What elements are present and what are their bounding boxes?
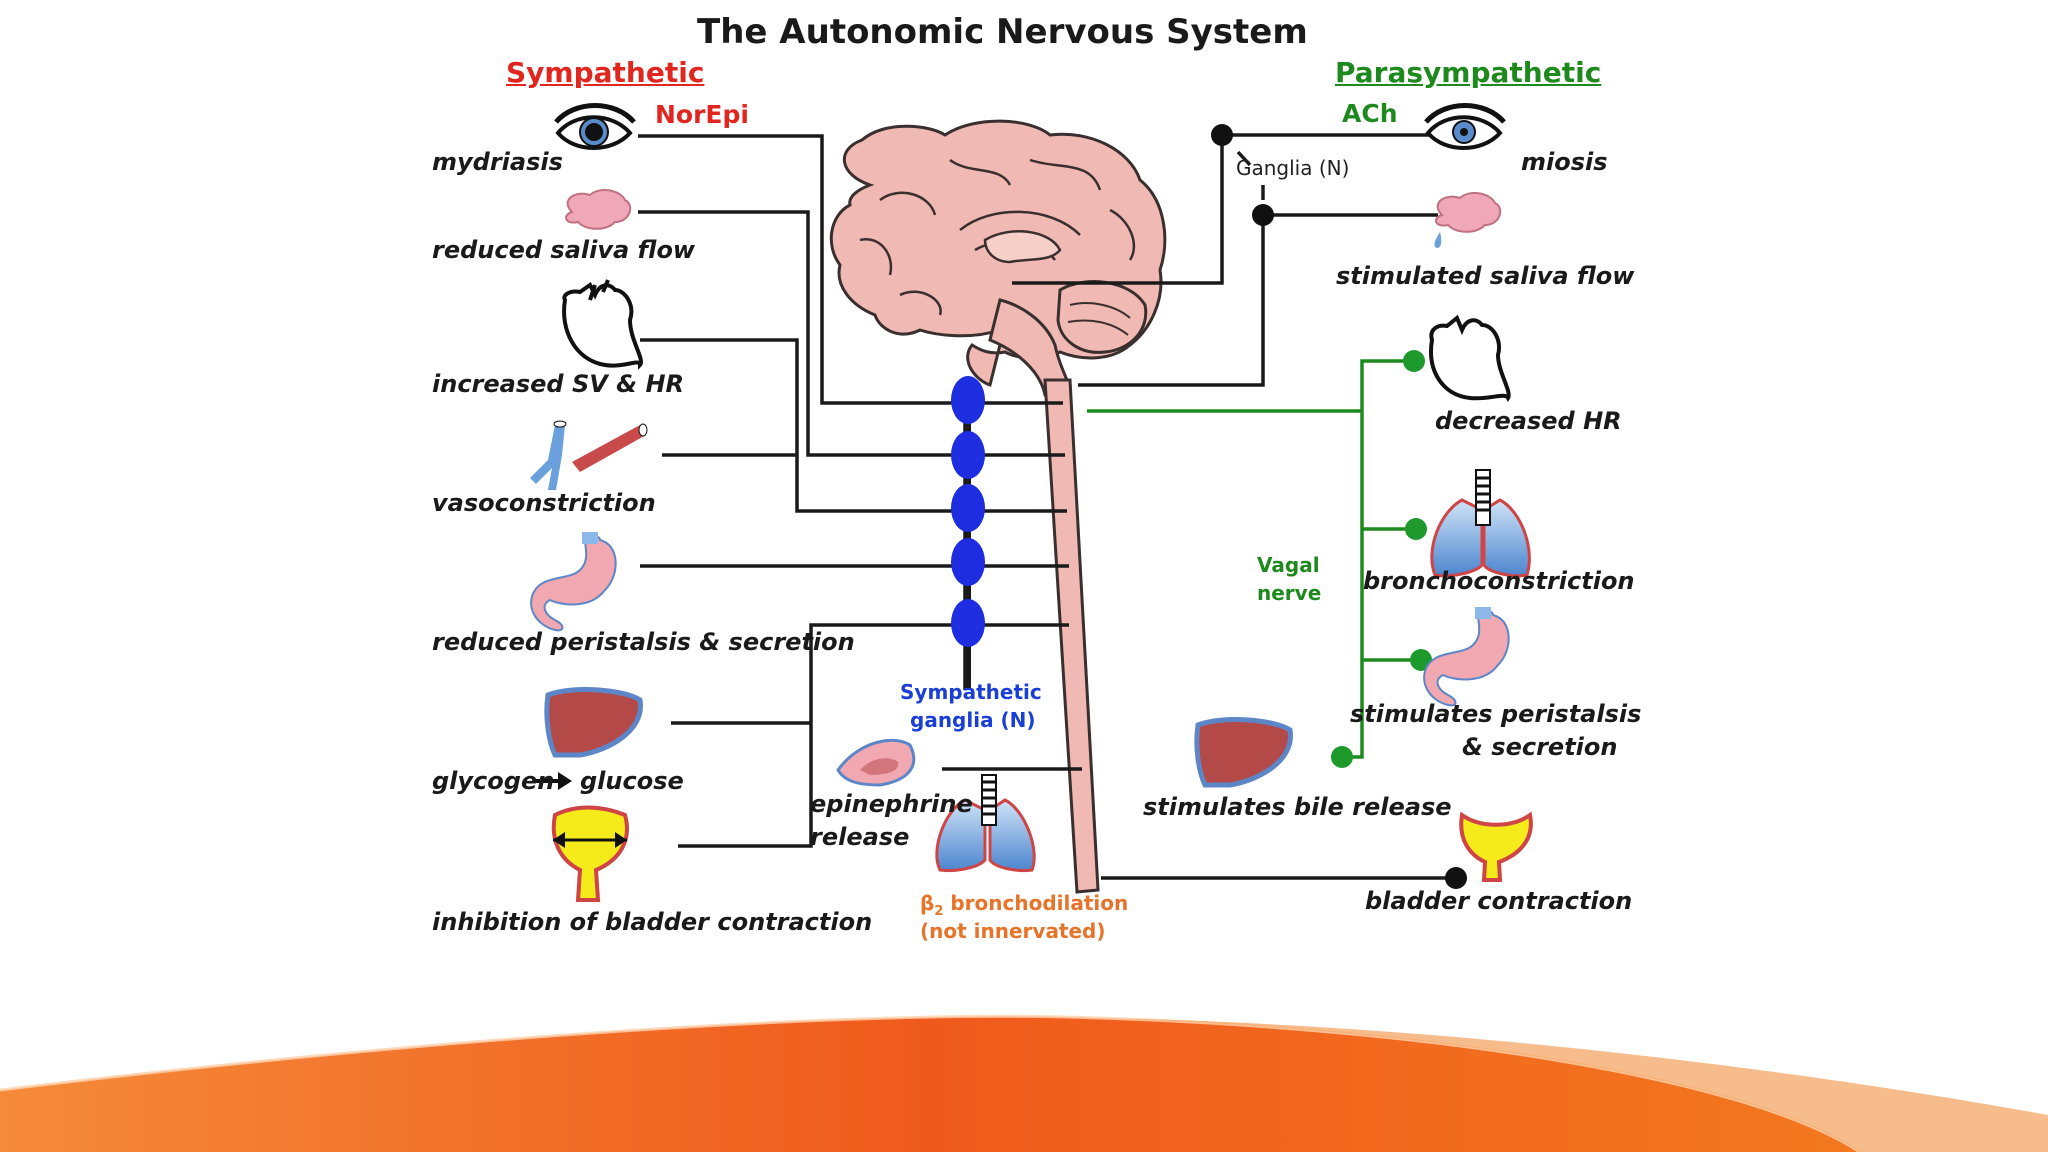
sym-effect-mydriasis: mydriasis	[432, 148, 563, 176]
arrow-icon	[536, 772, 572, 790]
stomach-icon-right	[1423, 607, 1510, 707]
para-effect-miosis: miosis	[1521, 148, 1608, 176]
orange-wave-decoration	[0, 1014, 2048, 1152]
spinal-cord	[1043, 378, 1100, 894]
para-effect-heart: decreased HR	[1435, 407, 1622, 435]
vagal-nerve-lines	[1087, 359, 1420, 759]
parasympathetic-cranial-lines	[1012, 133, 1460, 880]
para-effect-gut-2: & secretion	[1462, 733, 1618, 761]
sym-effect-glycogen: glycogen	[432, 767, 555, 795]
sym-effect-glucose: glucose	[580, 767, 684, 795]
lungs-icon-right	[1430, 469, 1531, 578]
parasympathetic-heading: Parasympathetic	[1335, 56, 1602, 89]
sym-effect-gut: reduced peristalsis & secretion	[432, 628, 855, 656]
salivary-gland-icon-left	[565, 188, 632, 230]
blood-vessels-icon	[530, 420, 648, 490]
salivary-gland-icon-right	[1434, 191, 1502, 248]
para-effect-gut-1: stimulates peristalsis	[1350, 700, 1642, 728]
vagal-label-1: Vagal	[1257, 553, 1320, 577]
para-effect-bile: stimulates bile release	[1143, 793, 1452, 821]
sym-effect-saliva: reduced saliva flow	[432, 236, 696, 264]
eye-icon-left	[554, 103, 636, 150]
beta2-label: β2 bronchodilation	[920, 891, 1129, 919]
liver-icon-left	[544, 687, 643, 758]
brain-icon	[829, 119, 1167, 397]
norepi-label: NorEpi	[655, 100, 749, 129]
liver-icon-right	[1194, 717, 1293, 788]
vagal-label-2: nerve	[1257, 581, 1322, 605]
sympathetic-ganglia-label-1: Sympathetic	[900, 680, 1042, 704]
diagram-title: The Autonomic Nervous System	[697, 12, 1308, 52]
sympathetic-ganglia-chain	[951, 376, 985, 690]
adrenal-gland-icon	[836, 738, 916, 787]
lungs-icon-center	[935, 774, 1036, 872]
sym-effect-epinephrine: epinephrine	[810, 790, 973, 818]
heart-icon-right	[1429, 314, 1511, 402]
heart-icon-left	[562, 279, 643, 370]
ach-label: ACh	[1342, 99, 1398, 128]
para-effect-lungs: bronchoconstriction	[1363, 567, 1635, 595]
sympathetic-ganglia-label-2: ganglia (N)	[910, 708, 1036, 732]
not-innervated-label: (not innervated)	[920, 919, 1106, 943]
sympathetic-heading: Sympathetic	[506, 56, 705, 89]
parasympathetic-ganglia	[1211, 124, 1467, 889]
stomach-icon-left	[530, 532, 617, 632]
sym-effect-heart: increased SV & HR	[432, 370, 685, 398]
sym-effect-release: release	[810, 823, 910, 851]
eye-icon-right	[1424, 103, 1506, 150]
para-effect-bladder: bladder contraction	[1365, 887, 1633, 915]
parasympathetic-ganglia-label: Ganglia (N)	[1236, 156, 1350, 180]
sym-effect-bladder: inhibition of bladder contraction	[432, 908, 873, 936]
para-effect-saliva: stimulated saliva flow	[1336, 262, 1635, 290]
sym-effect-vasoconstriction: vasoconstriction	[432, 489, 656, 517]
bladder-icon-right	[1459, 811, 1533, 882]
bladder-icon-left	[551, 805, 629, 902]
